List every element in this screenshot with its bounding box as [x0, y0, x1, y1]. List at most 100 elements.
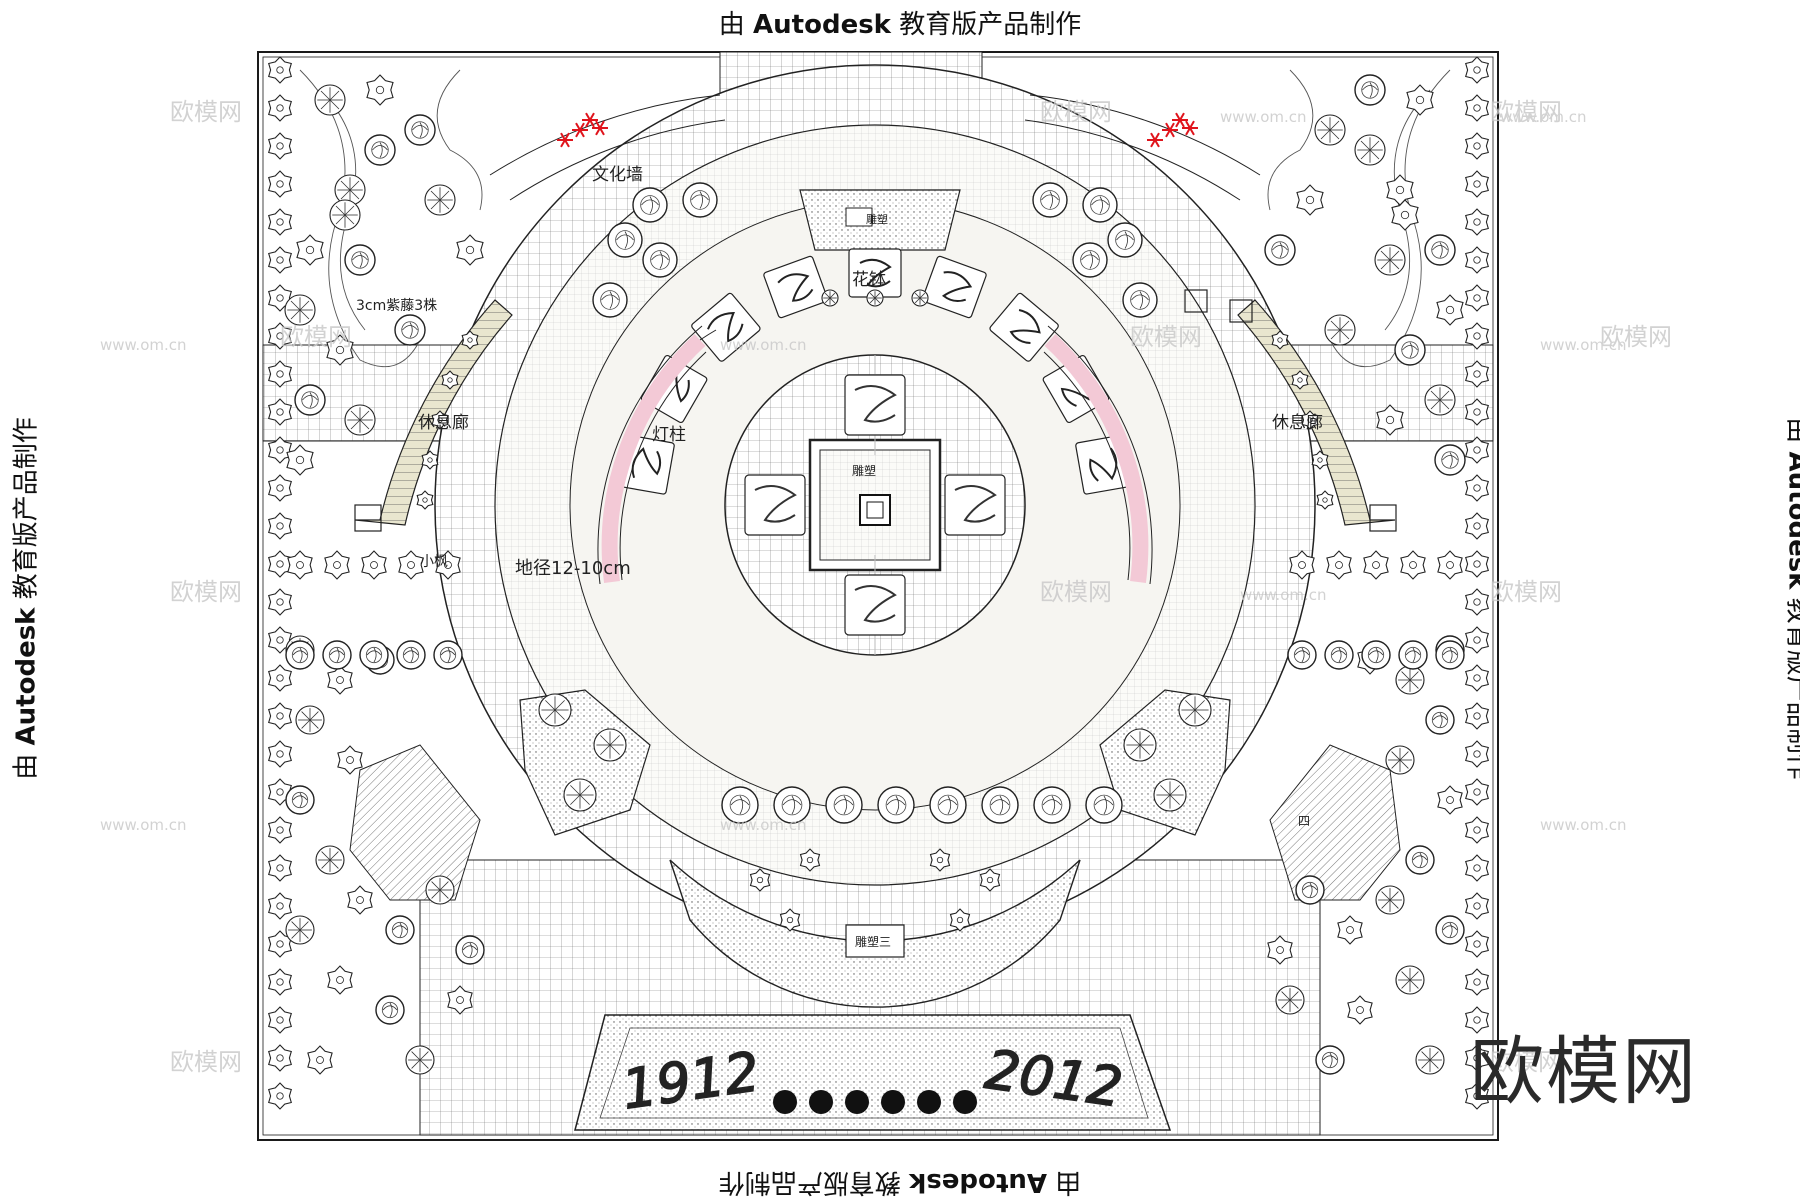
tree-symbol	[1375, 245, 1405, 275]
tree-symbol	[878, 787, 914, 823]
black-shrub	[881, 1090, 905, 1114]
tree-symbol	[1466, 95, 1489, 121]
tree-symbol	[1086, 787, 1122, 823]
tree-symbol	[348, 886, 372, 914]
tree-symbol	[1466, 627, 1489, 653]
tree-symbol	[328, 666, 352, 694]
oumo-url-watermark: www.om.cn	[1500, 108, 1587, 126]
tree-symbol	[269, 665, 292, 691]
tree-symbol	[1399, 641, 1427, 669]
red-flower-symbol	[1182, 121, 1198, 135]
tree-symbol	[1407, 85, 1433, 115]
tree-symbol	[323, 641, 351, 669]
tree-symbol	[1317, 491, 1333, 509]
tree-symbol	[1124, 729, 1156, 761]
tree-symbol	[338, 746, 362, 774]
flower-bowl-label: 花钵	[852, 270, 886, 290]
tree-symbol	[1083, 188, 1117, 222]
oumo-url-watermark: www.om.cn	[100, 336, 187, 354]
tree-symbol	[1425, 385, 1455, 415]
tree-symbol	[362, 551, 386, 579]
tree-symbol	[1437, 295, 1463, 325]
red-flower-symbol	[1172, 113, 1188, 127]
tree-symbol	[643, 243, 677, 277]
tree-symbol	[269, 171, 292, 197]
tree-symbol	[633, 188, 667, 222]
tree-symbol	[1466, 779, 1489, 805]
tree-symbol	[286, 916, 314, 944]
tree-symbol	[930, 787, 966, 823]
elevation-left-label: 地径12-10cm	[515, 558, 631, 579]
red-flower-symbol	[592, 121, 608, 135]
rest-corridor-left-label: 休息廊	[418, 413, 469, 433]
oumo-logo-watermark: 欧模网	[1130, 323, 1202, 351]
tree-symbol	[1466, 513, 1489, 539]
tree-symbol	[328, 966, 352, 994]
oumo-logo-watermark: 欧模网	[170, 98, 242, 126]
tree-symbol	[1466, 703, 1489, 729]
tree-symbol	[297, 235, 323, 265]
tree-symbol	[1406, 846, 1434, 874]
oumo-url-watermark: www.om.cn	[100, 816, 187, 834]
tree-symbol	[1355, 75, 1385, 105]
tree-symbol	[269, 1083, 292, 1109]
tree-symbol	[269, 817, 292, 843]
oumo-logo-watermark: 欧模网	[280, 323, 352, 351]
tree-symbol	[269, 703, 292, 729]
tree-symbol	[1466, 931, 1489, 957]
red-flower-symbol	[1147, 133, 1163, 147]
tiny-maple-label: 小枫	[420, 554, 448, 570]
oumo-url-watermark: www.om.cn	[1220, 108, 1307, 126]
tree-symbol	[982, 787, 1018, 823]
tree-symbol	[457, 235, 483, 265]
black-shrub	[773, 1090, 797, 1114]
tree-symbol	[1466, 855, 1489, 881]
rest-corridor-right-label: 休息廊	[1272, 413, 1323, 433]
black-shrub	[917, 1090, 941, 1114]
tree-symbol	[285, 295, 315, 325]
tree-symbol	[1362, 641, 1390, 669]
tree-symbol	[434, 641, 462, 669]
oumo-brand-watermark: 欧模网	[1470, 1012, 1698, 1119]
tree-symbol	[367, 75, 393, 105]
tree-symbol	[286, 641, 314, 669]
tree-symbol	[1387, 175, 1413, 205]
lamp-post-label: 灯柱	[652, 425, 686, 445]
tree-symbol	[1426, 706, 1454, 734]
oumo-logo-watermark: 欧模网	[1040, 578, 1112, 606]
tree-symbol	[1395, 335, 1425, 365]
tree-symbol	[1297, 185, 1323, 215]
tree-symbol	[1034, 787, 1070, 823]
tree-symbol	[269, 741, 292, 767]
tree-symbol	[1355, 135, 1385, 165]
tree-symbol	[826, 787, 862, 823]
tree-symbol	[1288, 641, 1316, 669]
tree-symbol	[1466, 551, 1489, 577]
tree-symbol	[316, 846, 344, 874]
tree-symbol	[295, 385, 325, 415]
tree-symbol	[1466, 209, 1489, 235]
tree-symbol	[1325, 315, 1355, 345]
tree-symbol	[822, 290, 838, 306]
tree-symbol	[1386, 746, 1414, 774]
tree-symbol	[269, 57, 292, 83]
tree-symbol	[1316, 1046, 1344, 1074]
tree-symbol	[1338, 916, 1362, 944]
tree-symbol	[1265, 235, 1295, 265]
tree-symbol	[269, 551, 292, 577]
tree-symbol	[1108, 223, 1142, 257]
tree-symbol	[1435, 445, 1465, 475]
oumo-logo-watermark: 欧模网	[1490, 578, 1562, 606]
tree-symbol	[269, 589, 292, 615]
tree-symbol	[1123, 283, 1157, 317]
tree-symbol	[360, 641, 388, 669]
tree-symbol	[1154, 779, 1186, 811]
tree-symbol	[594, 729, 626, 761]
tree-symbol	[269, 1007, 292, 1033]
tree-symbol	[1436, 916, 1464, 944]
tree-symbol	[288, 551, 312, 579]
tree-symbol	[1276, 986, 1304, 1014]
tree-symbol	[395, 315, 425, 345]
tree-note-label: 3cm紫藤3株	[356, 298, 437, 314]
tree-symbol	[1073, 243, 1107, 277]
